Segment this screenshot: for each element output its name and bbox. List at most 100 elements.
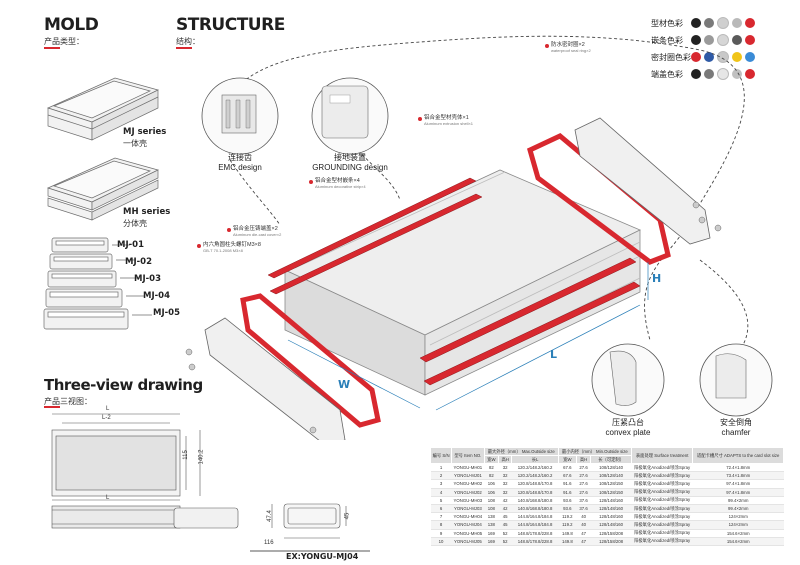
table-cell: 阳极氧化Anodized/喷涂Spray bbox=[631, 488, 693, 497]
dim-H-label: H bbox=[652, 272, 662, 285]
callout-waterproof-cn: 防水密封圈×2 bbox=[551, 42, 585, 48]
color-swatch[interactable] bbox=[717, 34, 729, 46]
emc-en: EMC design bbox=[218, 163, 262, 172]
example-label: EX:YONGU-MJ04 bbox=[286, 552, 359, 561]
sub-w2: 宽W bbox=[557, 455, 577, 464]
color-swatch[interactable] bbox=[732, 69, 742, 79]
table-cell: 169 bbox=[484, 529, 499, 538]
table-cell: 120.2/148.2/160.2 bbox=[511, 463, 559, 473]
structure-diagram bbox=[185, 35, 773, 440]
color-swatch[interactable] bbox=[745, 69, 755, 79]
spec-table: 编号 S/N 型号 Item NO. 最大外径（mm） Max.Outside … bbox=[429, 447, 784, 546]
table-cell: 108/128/140 bbox=[590, 471, 632, 481]
color-swatch[interactable] bbox=[732, 35, 742, 45]
table-cell: 128/158/208 bbox=[590, 529, 632, 538]
color-row-label: 嵌条色彩 bbox=[651, 35, 683, 45]
color-swatch[interactable] bbox=[691, 69, 701, 79]
th-surface: 表面处理 Surface treatment bbox=[630, 447, 694, 464]
color-swatch[interactable] bbox=[745, 52, 755, 62]
table-cell: 2 bbox=[430, 471, 452, 481]
callout-strip: 铝合金型材嵌条×4 Aluminum decorative strip×4 bbox=[315, 178, 366, 190]
mh-series-label: MH series bbox=[123, 207, 171, 217]
color-row: 密封圈色彩 bbox=[651, 51, 758, 63]
convex-plate-image bbox=[591, 343, 665, 417]
table-cell: 144.8/164.8/184.8 bbox=[511, 512, 559, 522]
color-swatch[interactable] bbox=[717, 68, 729, 80]
table-cell: 1 bbox=[430, 463, 452, 473]
convex-cn: 压紧凸台 bbox=[612, 418, 644, 427]
callout-cover: 铝合金压铸端盖×2 Aluminum die-cast cover×2 bbox=[233, 226, 281, 238]
table-cell: 阳极氧化Anodized/喷涂Spray bbox=[631, 520, 693, 530]
color-swatch[interactable] bbox=[717, 51, 729, 63]
callout-cover-en: Aluminum die-cast cover×2 bbox=[233, 232, 282, 237]
table-cell: 128/148/160 bbox=[590, 520, 632, 530]
table-cell: 阳极氧化Anodized/喷涂Spray bbox=[631, 471, 693, 481]
structure-title: STRUCTURE bbox=[176, 15, 285, 35]
decorative-strips bbox=[267, 177, 641, 386]
table-cell: 37.6 bbox=[576, 496, 591, 505]
dim-474: 47.4 bbox=[266, 510, 273, 522]
table-cell: 42 bbox=[498, 496, 512, 505]
color-swatch[interactable] bbox=[691, 18, 701, 28]
color-swatch[interactable] bbox=[745, 18, 755, 28]
table-cell: 52 bbox=[498, 529, 512, 538]
th-slot: 适配卡槽尺寸 ADAPTS to the card slot size bbox=[692, 447, 784, 464]
table-cell: 120.2/148.2/160.2 bbox=[511, 471, 559, 481]
dim-L-label: L bbox=[550, 348, 558, 361]
color-swatch[interactable] bbox=[691, 35, 701, 45]
sub-h2: 高H bbox=[575, 455, 592, 464]
th-max: 最大外径（mm） Max.Outside size bbox=[483, 447, 559, 456]
table-cell: 67.6 bbox=[558, 463, 577, 473]
table-cell: 5 bbox=[430, 496, 452, 505]
table-cell: 106 bbox=[484, 488, 499, 497]
color-swatch[interactable] bbox=[704, 52, 714, 62]
table-cell: 6 bbox=[430, 504, 452, 514]
dashed-connector-top bbox=[221, 35, 745, 341]
table-cell: 阳极氧化Anodized/喷涂Spray bbox=[631, 496, 693, 505]
chamfer-en: chamfer bbox=[721, 428, 751, 437]
table-cell: 73.4×1.8mm bbox=[692, 471, 784, 481]
mj-series-image bbox=[47, 77, 159, 141]
table-cell: 82 bbox=[484, 471, 499, 481]
table-cell: 阳极氧化Anodized/喷涂Spray bbox=[631, 479, 693, 489]
convex-caption: 压紧凸台 convex plate bbox=[588, 418, 668, 438]
mh-series-image bbox=[47, 157, 159, 221]
mj-03-label: MJ-03 bbox=[134, 274, 161, 284]
table-cell: 99.4×2mm bbox=[692, 504, 784, 514]
grounding-en: GROUNDING design bbox=[312, 163, 388, 172]
callout-shell-cn: 铝合金型材壳体×1 bbox=[424, 115, 469, 121]
table-cell: 72.4×1.8mm bbox=[692, 463, 784, 473]
table-cell: 119.2 bbox=[558, 512, 577, 522]
color-swatch[interactable] bbox=[704, 69, 714, 79]
color-swatch[interactable] bbox=[717, 17, 729, 29]
mold-underline bbox=[44, 47, 60, 49]
table-cell: 99.4×2mm bbox=[692, 496, 784, 505]
table-cell: 169 bbox=[484, 537, 499, 546]
color-swatch[interactable] bbox=[732, 52, 742, 62]
table-cell: 10 bbox=[430, 537, 452, 546]
callout-dot-strip bbox=[309, 180, 313, 184]
color-swatch[interactable] bbox=[732, 18, 742, 28]
dim-115: 115 bbox=[182, 450, 189, 460]
grounding-cn: 接地装置 bbox=[334, 153, 366, 162]
end-covers bbox=[204, 117, 711, 440]
color-swatch[interactable] bbox=[745, 35, 755, 45]
table-cell: YONGU-MH03 bbox=[451, 496, 485, 505]
table-cell: 阳极氧化Anodized/喷涂Spray bbox=[631, 512, 693, 522]
dashed-connector-chamfer bbox=[699, 259, 749, 351]
table-cell: 52 bbox=[498, 537, 512, 546]
table-cell: 32 bbox=[498, 488, 512, 497]
color-swatch[interactable] bbox=[704, 18, 714, 28]
table-cell: 128/148/160 bbox=[590, 496, 632, 505]
table-cell: 128/148/160 bbox=[590, 504, 632, 514]
callout-dot-shell bbox=[418, 117, 422, 121]
mj-series-label: MJ series bbox=[123, 127, 167, 137]
color-swatch[interactable] bbox=[691, 52, 701, 62]
color-swatch[interactable] bbox=[704, 35, 714, 45]
table-cell: 120.8/148.8/170.8 bbox=[511, 488, 559, 497]
